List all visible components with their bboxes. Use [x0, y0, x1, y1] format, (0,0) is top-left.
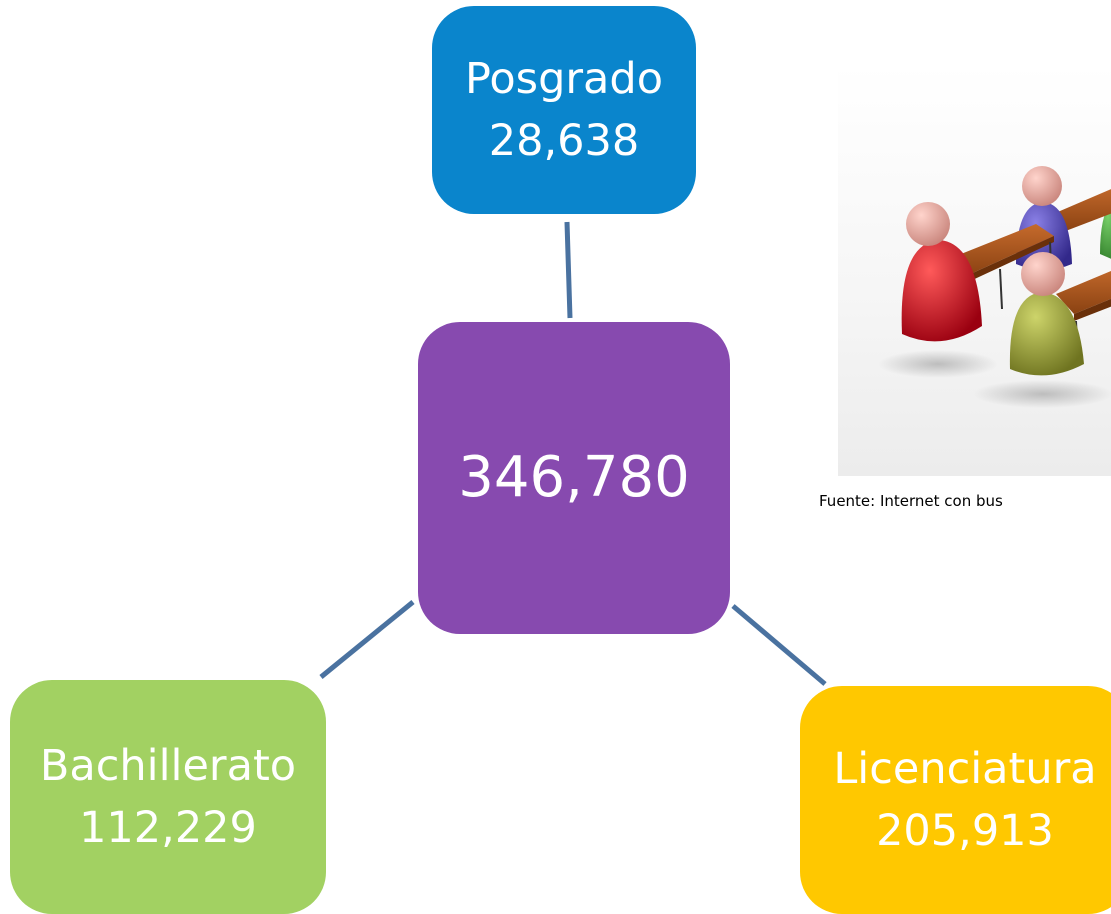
- node-posgrado-value: 28,638: [488, 116, 640, 166]
- meeting-illustration: [878, 166, 1111, 408]
- node-total: 346,780: [418, 322, 730, 634]
- node-licenciatura-value: 205,913: [876, 806, 1054, 856]
- node-bachillerato-value: 112,229: [79, 803, 257, 853]
- connector-top: [564, 221, 573, 319]
- node-bachillerato-label: Bachillerato: [39, 740, 297, 791]
- node-bachillerato: Bachillerato 112,229: [10, 680, 326, 914]
- node-posgrado-label: Posgrado: [464, 53, 664, 104]
- connector-right: [731, 604, 827, 686]
- source-caption: Fuente: Internet con bus: [819, 492, 1003, 510]
- meeting-people-figures-icon: [838, 64, 1111, 476]
- node-total-value: 346,780: [458, 445, 690, 511]
- node-licenciatura-label: Licenciatura: [833, 743, 1097, 794]
- node-licenciatura: Licenciatura 205,913: [800, 686, 1111, 914]
- node-posgrado: Posgrado 28,638: [432, 6, 696, 214]
- connector-left: [319, 600, 415, 679]
